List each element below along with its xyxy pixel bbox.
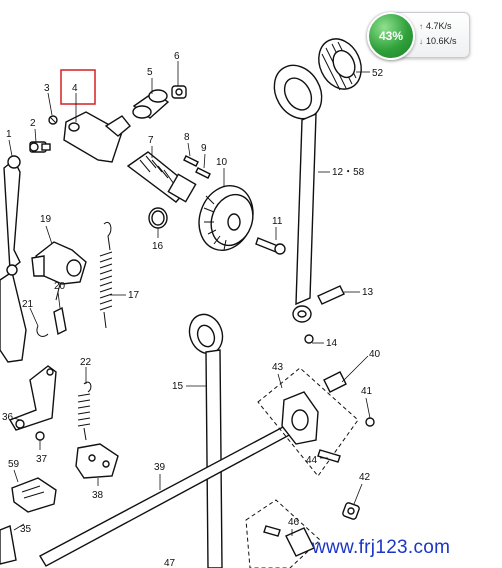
part-8-pin bbox=[183, 155, 199, 167]
part-16-ring bbox=[148, 207, 168, 229]
upload-speed-value: 4.7K/s bbox=[426, 21, 452, 31]
label-part-15: 15 bbox=[172, 381, 184, 392]
download-speed-value: 10.6K/s bbox=[426, 36, 457, 46]
label-part-42: 42 bbox=[359, 472, 371, 483]
label-part-13: 13 bbox=[362, 287, 374, 298]
label-part-7: 7 bbox=[148, 135, 154, 146]
part-46-assembly bbox=[245, 499, 321, 568]
label-part-41: 41 bbox=[361, 386, 373, 397]
label-part-5: 5 bbox=[147, 67, 153, 78]
part-7-spring-cam bbox=[126, 151, 197, 203]
part-40-bushing bbox=[323, 371, 347, 393]
up-arrow-icon: ↑ bbox=[419, 22, 423, 31]
label-part-6: 6 bbox=[174, 51, 180, 62]
label-part-9: 9 bbox=[201, 143, 207, 154]
upload-speed-row: ↑4.7K/s bbox=[419, 21, 452, 31]
label-part-38: 38 bbox=[92, 490, 104, 501]
part-5-bushing bbox=[132, 89, 170, 119]
leader-lines bbox=[8, 61, 371, 536]
label-part-20: 20 bbox=[54, 281, 66, 292]
part-43-assembly bbox=[257, 367, 359, 477]
label-part-46: 46 bbox=[288, 517, 300, 528]
part-4-block bbox=[63, 111, 131, 163]
part-9-pin bbox=[195, 167, 211, 179]
part-52-bearing bbox=[318, 38, 362, 91]
label-part-40: 40 bbox=[369, 349, 381, 360]
part-12-connecting-rod bbox=[273, 64, 323, 323]
part-11-bolt bbox=[255, 237, 286, 255]
label-part-4: 4 bbox=[72, 83, 78, 94]
part-59-block bbox=[11, 477, 57, 513]
part-3-screw bbox=[48, 115, 58, 125]
part-38-plate bbox=[75, 443, 119, 479]
label-part-3: 3 bbox=[44, 83, 50, 94]
part-41-screw bbox=[365, 417, 375, 427]
part-15-arm bbox=[188, 313, 224, 568]
part-22-spring bbox=[77, 381, 92, 441]
label-part-47: 47 bbox=[164, 558, 176, 568]
part-14-screw bbox=[304, 334, 314, 344]
label-part-21: 21 bbox=[22, 299, 34, 310]
network-speed-widget[interactable]: 43% ↑4.7K/s ↓10.6K/s bbox=[367, 12, 470, 60]
part-20-screw bbox=[53, 306, 67, 336]
label-part-59: 59 bbox=[8, 459, 20, 470]
label-part-1: 1 bbox=[6, 129, 12, 140]
label-part-16: 16 bbox=[152, 241, 164, 252]
label-part-37: 37 bbox=[36, 454, 48, 465]
part-39-shaft bbox=[39, 417, 308, 567]
label-part-8: 8 bbox=[184, 132, 190, 143]
label-part-52: 52 bbox=[372, 68, 384, 79]
part-10-gear bbox=[198, 185, 254, 251]
label-part-43: 43 bbox=[272, 362, 284, 373]
part-linkage-left bbox=[0, 155, 27, 363]
label-part-19: 19 bbox=[40, 214, 52, 225]
label-part-10: 10 bbox=[216, 157, 228, 168]
part-2-bolt bbox=[29, 141, 51, 153]
label-part-17: 17 bbox=[128, 290, 140, 301]
part-42-nut bbox=[342, 502, 360, 520]
part-13-pin bbox=[317, 285, 345, 305]
label-part-44: 44 bbox=[306, 455, 318, 466]
network-percent-value: 43% bbox=[378, 29, 404, 43]
part-35-piece bbox=[0, 525, 17, 565]
watermark-text: www.frj123.com bbox=[312, 537, 451, 558]
part-6-nut bbox=[171, 85, 187, 99]
part-21-clip bbox=[36, 325, 49, 337]
label-part-35: 35 bbox=[20, 524, 32, 535]
label-part-14: 14 bbox=[326, 338, 338, 349]
label-part-36: 36 bbox=[2, 412, 14, 423]
label-part-2: 2 bbox=[30, 118, 36, 129]
part-44-bolt bbox=[317, 449, 341, 463]
down-arrow-icon: ↓ bbox=[419, 37, 423, 46]
label-part-22: 22 bbox=[80, 357, 92, 368]
part-17-spring bbox=[99, 222, 113, 329]
network-percent-circle[interactable]: 43% bbox=[367, 12, 415, 60]
part-19-bracket bbox=[31, 241, 87, 301]
download-speed-row: ↓10.6K/s bbox=[419, 36, 457, 46]
highlight-box bbox=[60, 69, 96, 105]
part-36-lever bbox=[8, 365, 57, 431]
part-37-screw bbox=[35, 431, 45, 441]
label-part-11: 11 bbox=[272, 216, 283, 227]
label-part-39: 39 bbox=[154, 462, 166, 473]
label-part-12-58: 12・58 bbox=[332, 167, 365, 178]
